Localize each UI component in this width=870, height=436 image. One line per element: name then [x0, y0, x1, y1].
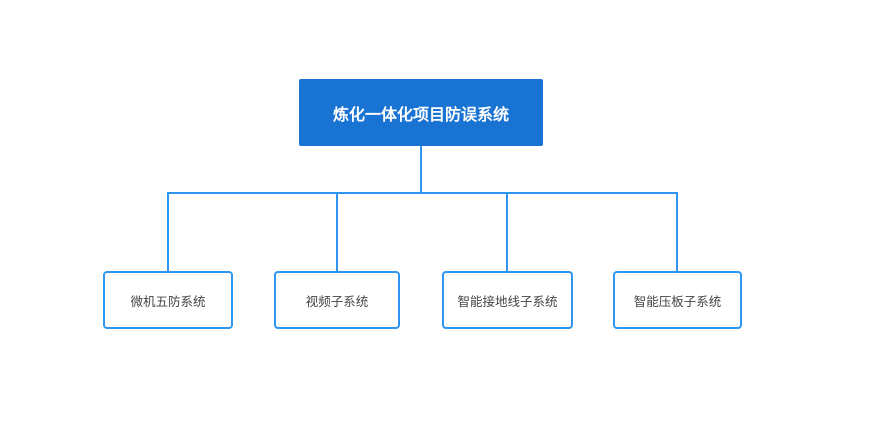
child-node-video-subsystem[interactable]: 视频子系统	[274, 271, 400, 329]
connector-root-drop	[420, 146, 422, 193]
child-node-pressure-plate-subsystem[interactable]: 智能压板子系统	[613, 271, 742, 329]
connector-drop-4	[676, 193, 678, 271]
connector-drop-3	[506, 193, 508, 271]
connector-drop-1	[167, 193, 169, 271]
child-node-grounding-wire-subsystem[interactable]: 智能接地线子系统	[442, 271, 573, 329]
connector-drop-2	[336, 193, 338, 271]
root-node[interactable]: 炼化一体化项目防误系统	[299, 79, 543, 146]
connector-rail	[167, 192, 678, 194]
child-node-wuji-wufang[interactable]: 微机五防系统	[103, 271, 233, 329]
